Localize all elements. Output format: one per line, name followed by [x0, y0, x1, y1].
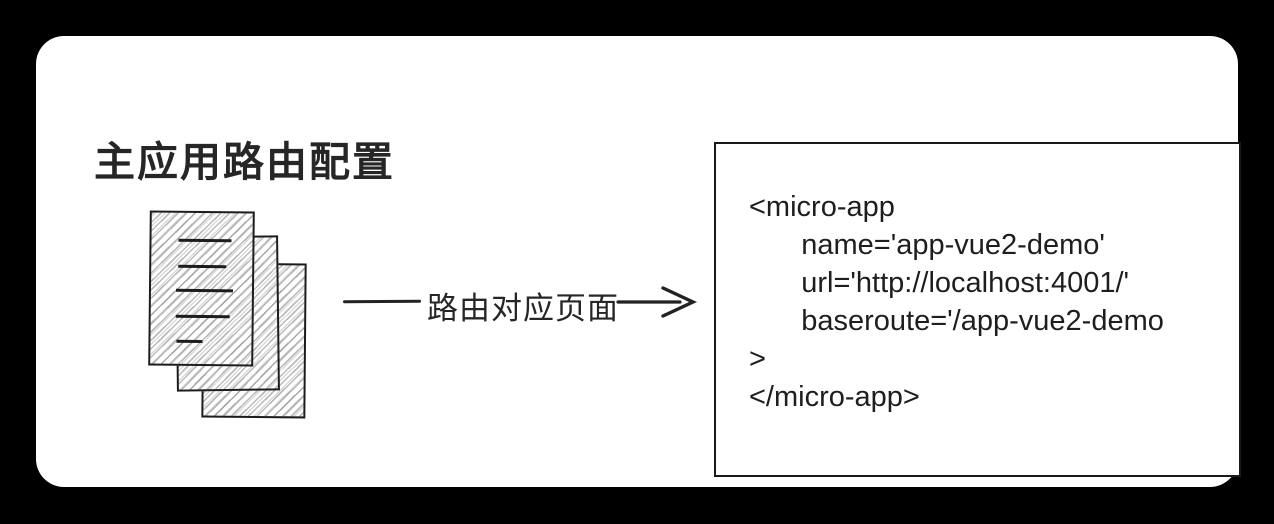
code-line: name='app-vue2-demo'	[749, 229, 1105, 261]
diagram-title: 主应用路由配置	[94, 139, 395, 185]
code-snippet: <micro-app name='app-vue2-demo' url='htt…	[749, 188, 1164, 416]
page-sheet-front	[148, 210, 255, 367]
code-line: baseroute='/app-vue2-demo	[749, 305, 1164, 337]
code-line: </micro-app>	[749, 381, 920, 413]
code-snippet-box: <micro-app name='app-vue2-demo' url='htt…	[714, 142, 1241, 477]
page-text-line	[178, 238, 232, 242]
page-text-line	[175, 288, 233, 292]
page-text-line	[175, 314, 230, 318]
page-text-line	[178, 264, 227, 268]
page-text-line	[176, 339, 203, 343]
code-line: >	[749, 343, 766, 375]
arrow-tail-segment	[342, 299, 422, 304]
diagram-card: 主应用路由配置 路由对应页面 <micro-app name='app-vue2…	[36, 36, 1241, 487]
code-line: url='http://localhost:4001/'	[749, 267, 1130, 299]
arrow-label: 路由对应页面	[427, 291, 619, 326]
arrow-head-icon	[616, 286, 698, 318]
code-line: <micro-app	[749, 191, 895, 223]
